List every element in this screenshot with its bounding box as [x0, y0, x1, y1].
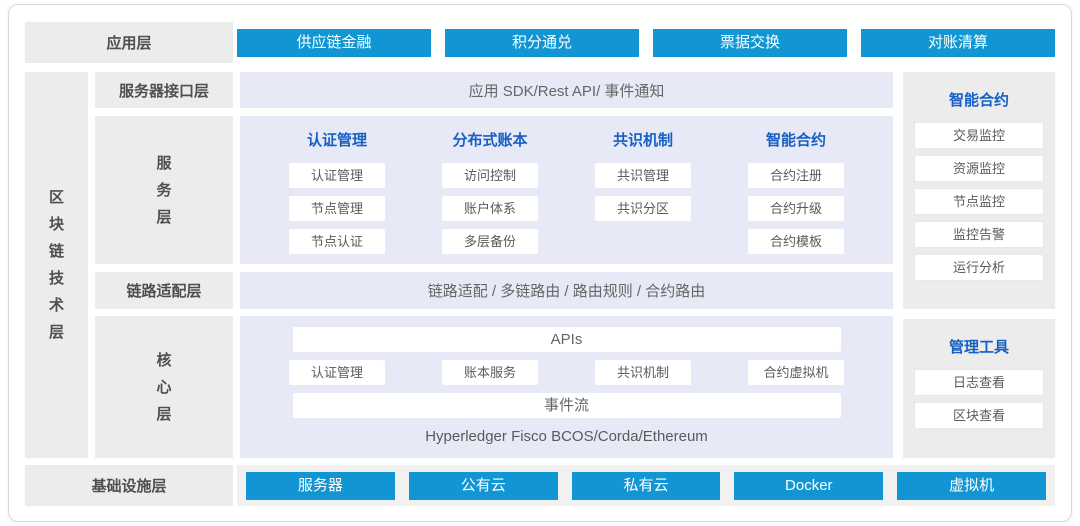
infra-node-private-cloud: 私有云: [571, 471, 721, 500]
application-layer-items: 供应链金融 积分通兑 票据交换 对账清算: [237, 22, 1055, 63]
service-column-header: 认证管理: [306, 132, 367, 149]
sublayer-content-column: 应用 SDK/Rest API/ 事件通知 认证管理 认证管理 节点管理 节点认…: [240, 72, 893, 458]
link-layer-content: 链路适配 / 多链路由 / 路由规则 / 合约路由: [240, 272, 893, 309]
service-layer-content: 认证管理 认证管理 节点管理 节点认证 分布式账本 访问控制 账户体系 多层备份…: [240, 116, 893, 264]
core-module: 账本服务: [442, 360, 538, 385]
application-layer-label: 应用层: [25, 22, 233, 63]
core-module: 共识机制: [595, 360, 691, 385]
service-item: 共识分区: [595, 196, 691, 221]
core-apis-bar: APIs: [292, 327, 841, 352]
infra-node-docker: Docker: [734, 471, 884, 500]
service-item: 多层备份: [442, 229, 538, 254]
service-column-header: 智能合约: [765, 132, 826, 149]
blockchain-tech-layer-row: 区块链技术层 服务器接口层 服务层 链路适配层 核心层 应用 SDK/Rest …: [25, 72, 1055, 458]
architecture-diagram: 应用层 供应链金融 积分通兑 票据交换 对账清算 区块链技术层 服务器接口层 服…: [8, 4, 1072, 522]
side-panel-item: 节点监控: [915, 189, 1043, 214]
service-item: 合约模板: [748, 229, 844, 254]
blockchain-tech-layer-label: 区块链技术层: [48, 189, 64, 341]
side-panel-item: 日志查看: [915, 370, 1043, 395]
service-item: 节点认证: [289, 229, 385, 254]
core-module-col: 合约虚拟机: [721, 360, 871, 385]
app-node-reconciliation: 对账清算: [861, 28, 1055, 57]
service-layer-label: 服务层: [95, 116, 233, 264]
core-layer-label-text: 核心层: [156, 351, 172, 423]
blockchain-tech-layer-label-strip: 区块链技术层: [25, 72, 88, 458]
side-panel-item: 资源监控: [915, 156, 1043, 181]
infra-node-vm: 虚拟机: [897, 471, 1046, 500]
link-layer-label: 链路适配层: [95, 272, 233, 309]
core-layer-content: APIs 认证管理 账本服务 共识机制 合约虚拟机 事件流: [240, 316, 893, 458]
service-layer-label-text: 服务层: [156, 154, 172, 226]
management-tools-panel-header: 管理工具: [948, 339, 1009, 356]
service-item: 认证管理: [289, 163, 385, 188]
side-panel-item: 监控告警: [915, 222, 1043, 247]
app-node-points-exchange: 积分通兑: [445, 28, 639, 57]
infrastructure-layer-items: 服务器 公有云 私有云 Docker 虚拟机: [237, 465, 1055, 506]
service-column-ledger: 分布式账本 访问控制 账户体系 多层备份: [415, 129, 565, 264]
service-column-contract: 智能合约 合约注册 合约升级 合约模板: [721, 129, 871, 264]
side-panel-item: 区块查看: [915, 403, 1043, 428]
service-item: 账户体系: [442, 196, 538, 221]
core-module: 认证管理: [289, 360, 385, 385]
app-node-bill-exchange: 票据交换: [653, 28, 847, 57]
core-modules-row: 认证管理 账本服务 共识机制 合约虚拟机: [240, 360, 893, 385]
management-tools-panel: 管理工具 日志查看 区块查看: [903, 319, 1055, 458]
infra-node-server: 服务器: [246, 471, 395, 500]
core-platforms-text: Hyperledger Fisco BCOS/Corda/Ethereum: [425, 428, 708, 445]
service-column-header: 共识机制: [612, 132, 673, 149]
infrastructure-layer-label: 基础设施层: [25, 465, 233, 506]
app-node-supply-chain-finance: 供应链金融: [237, 28, 431, 57]
smart-contract-panel: 智能合约 交易监控 资源监控 节点监控 监控告警 运行分析: [903, 72, 1055, 309]
core-module-col: 共识机制: [568, 360, 718, 385]
core-event-stream-bar: 事件流: [292, 393, 841, 418]
service-column-header: 分布式账本: [452, 132, 528, 149]
side-panel-item: 运行分析: [915, 255, 1043, 280]
service-column-auth: 认证管理 认证管理 节点管理 节点认证: [262, 129, 412, 264]
infrastructure-layer-row: 基础设施层 服务器 公有云 私有云 Docker 虚拟机: [25, 465, 1055, 506]
service-item: 合约升级: [748, 196, 844, 221]
core-module: 合约虚拟机: [748, 360, 844, 385]
application-layer-row: 应用层 供应链金融 积分通兑 票据交换 对账清算: [25, 22, 1055, 63]
side-panel-item: 交易监控: [915, 123, 1043, 148]
smart-contract-panel-header: 智能合约: [948, 92, 1009, 109]
service-item: 共识管理: [595, 163, 691, 188]
infra-node-public-cloud: 公有云: [408, 471, 558, 500]
core-module-col: 账本服务: [415, 360, 565, 385]
core-module-col: 认证管理: [262, 360, 412, 385]
sublayer-labels-column: 服务器接口层 服务层 链路适配层 核心层: [95, 72, 233, 458]
core-layer-label: 核心层: [95, 316, 233, 458]
service-item: 节点管理: [289, 196, 385, 221]
service-column-consensus: 共识机制 共识管理 共识分区: [568, 129, 718, 264]
interface-layer-label: 服务器接口层: [95, 72, 233, 108]
interface-layer-content: 应用 SDK/Rest API/ 事件通知: [240, 72, 893, 108]
service-item: 合约注册: [748, 163, 844, 188]
side-panels-column: 智能合约 交易监控 资源监控 节点监控 监控告警 运行分析 管理工具 日志查看 …: [903, 72, 1055, 458]
service-item: 访问控制: [442, 163, 538, 188]
